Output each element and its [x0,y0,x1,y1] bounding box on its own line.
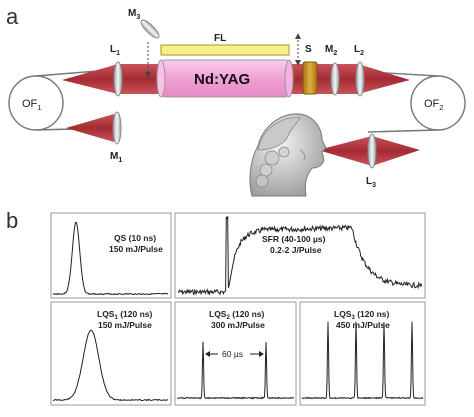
shutter-s [302,61,318,95]
sculpted-head-illustration [249,113,327,197]
plot-sfr-frame [174,212,426,299]
panel-b: b QS (10 ns) 150 mJ/Pulse SFR (40-100 µs… [6,208,426,406]
of2-label: OF2 [424,98,443,112]
lqs2-spacing-label: 60 µs [222,349,243,359]
plot-lqs2-frame [174,301,297,406]
panel-a: a OF1 OF2 FL Nd:YAG [6,4,466,197]
mirror-m1 [112,111,122,145]
lqs2-spacing-marker: 60 µs [205,349,264,359]
m2-label: M2 [325,44,337,57]
lqs2-label-line2: 300 mJ/Pulse [211,320,265,330]
lqs1-label-line2: 150 mJ/Pulse [98,320,152,330]
l1-label: L1 [110,44,120,57]
trace-lqs1-pulse [52,329,169,402]
trace-lqs3-pulses [301,321,424,400]
plot-lqs1-frame [50,301,172,406]
trace-qs-pulse [52,221,169,296]
beam-in [62,64,118,94]
fiber-of2: OF2 [367,71,466,133]
lens-l3 [367,133,377,169]
l3-label: L3 [366,176,376,189]
sfr-label-line1: SFR (40-100 µs) [262,234,326,244]
lens-l1 [113,61,123,97]
m3-label: M3 [128,8,140,21]
l2-label: L2 [354,44,364,57]
mirror-m2 [330,62,340,96]
beam-fiber-right [372,136,420,166]
m1-label: M1 [110,151,122,164]
of1-label: OF1 [22,98,41,112]
panel-a-label: a [6,4,19,29]
flashlamp [160,44,290,56]
lens-l2 [355,61,365,97]
beam-lower-left [66,114,114,142]
mirror-m3 [140,19,160,39]
lqs3-label-line2: 450 mJ/Pulse [336,320,390,330]
panel-b-label: b [6,208,18,233]
qs-label-line2: 150 mJ/Pulse [109,244,163,254]
qs-label-line1: QS (10 ns) [114,233,156,243]
plot-lqs3-frame [299,301,426,406]
flashlamp-label: FL [214,33,226,44]
beam-to-face [318,136,372,166]
beam-out [358,64,410,94]
nd-yag-label: Nd:YAG [194,71,250,88]
lqs2-label-line1: LQS2 (120 ns) [209,309,264,321]
trace-sfr-pulse [177,216,423,296]
lqs1-label-line1: LQS1 (120 ns) [97,309,152,321]
lqs3-label-line1: LQS3 (120 ns) [334,309,389,321]
shutter-label: S [305,44,312,55]
plot-qs-frame [50,212,172,299]
trace-lqs2-pulses [176,341,295,400]
sfr-label-line2: 0.2-2 J/Pulse [270,245,322,255]
